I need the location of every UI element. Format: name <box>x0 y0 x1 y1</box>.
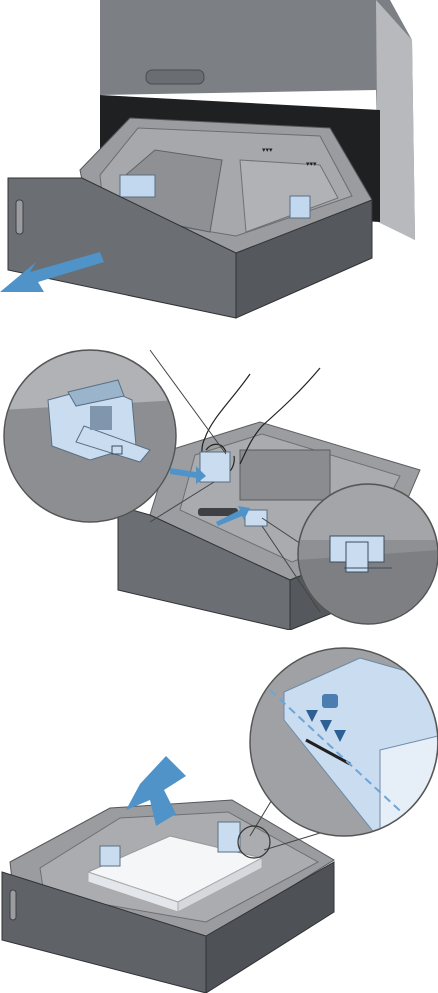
length-guide-icon <box>120 175 155 197</box>
width-guide-icon <box>245 510 267 526</box>
width-guide-icon <box>290 196 310 218</box>
length-guide-icon <box>100 846 120 866</box>
width-guide-icon <box>218 822 240 852</box>
open-tray-illustration: ▾▾▾ ▾▾▾ <box>0 0 438 320</box>
tray-icon: ▾▾▾ ▾▾▾ <box>8 118 372 318</box>
length-guide-icon <box>200 452 230 482</box>
svg-text:▾▾▾: ▾▾▾ <box>306 161 317 168</box>
step-open-tray: ▾▾▾ ▾▾▾ <box>0 0 438 320</box>
step-adjust-guides <box>0 330 438 630</box>
step-load-paper <box>0 640 438 993</box>
adjust-guides-illustration <box>0 330 438 630</box>
load-paper-illustration <box>0 640 438 993</box>
svg-text:▾▾▾: ▾▾▾ <box>262 147 273 154</box>
